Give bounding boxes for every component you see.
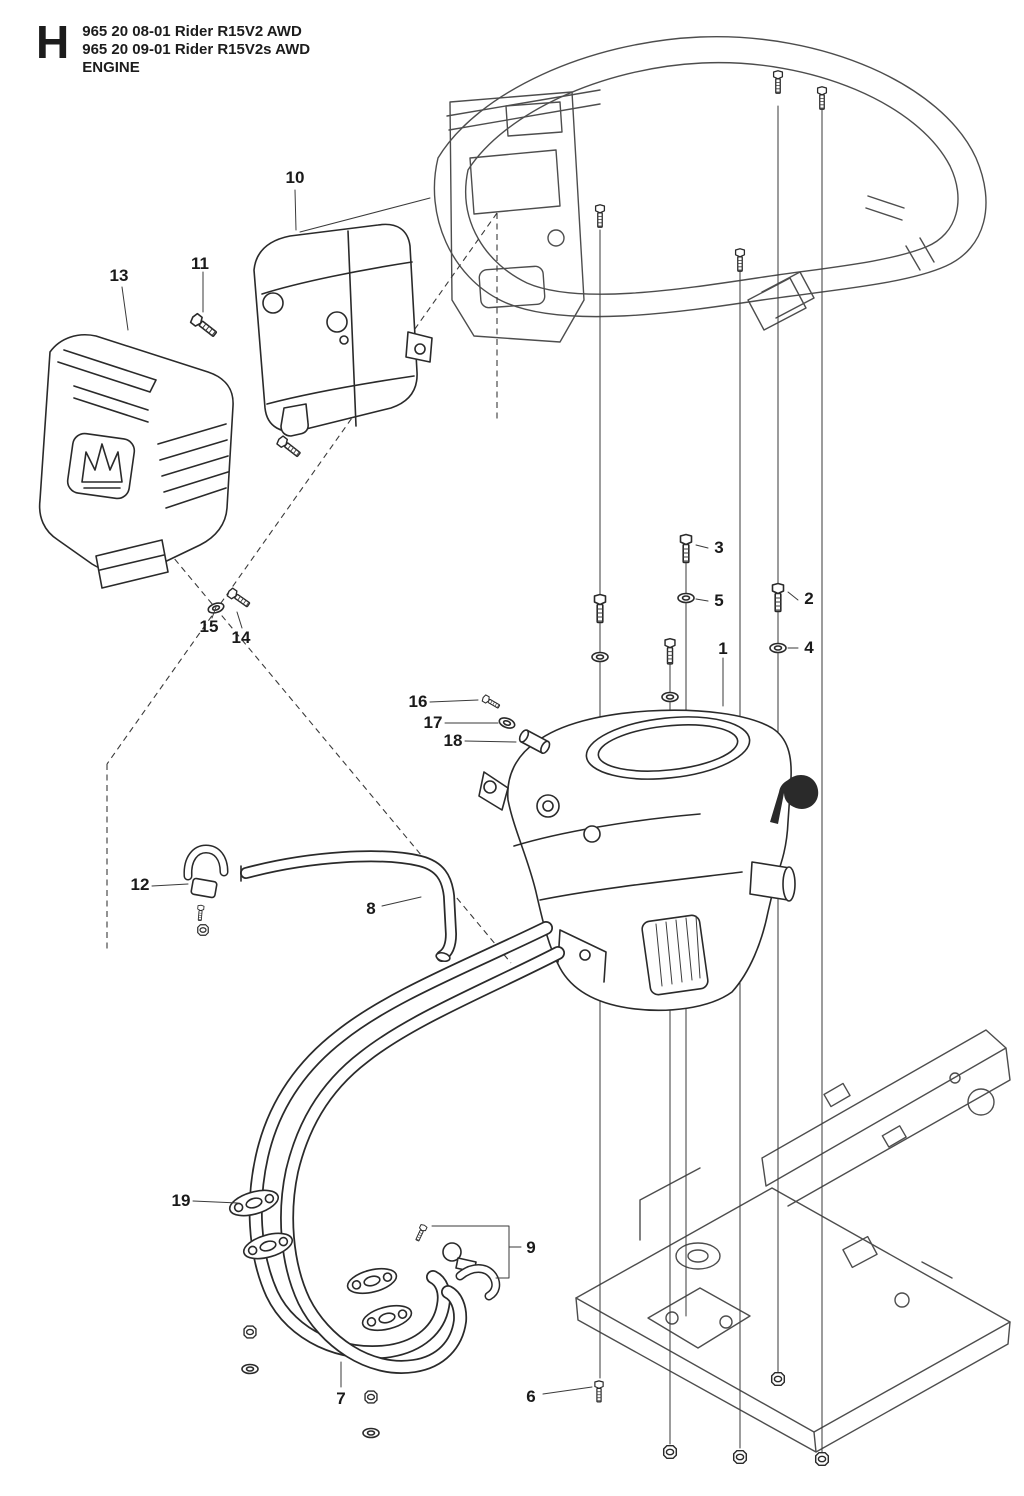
- model-number-line-1: 965 20 08-01 Rider R15V2 AWD: [82, 23, 302, 40]
- callout-18: 18: [444, 731, 463, 750]
- page-header: H 965 20 08-01 Rider R15V2 AWD 965 20 09…: [36, 16, 310, 77]
- husqvarna-crown-icon: [81, 443, 123, 489]
- frame-bolt: [734, 248, 746, 272]
- washer: [362, 1427, 380, 1439]
- choke-handle: [770, 775, 819, 824]
- muffler: [253, 223, 433, 437]
- washer: [241, 1363, 259, 1375]
- callout-4: 4: [804, 638, 814, 657]
- engine-bolt: [664, 637, 676, 665]
- callout-7: 7: [336, 1389, 345, 1408]
- callout-15: 15: [200, 617, 219, 636]
- washer-5: [677, 592, 695, 604]
- washer-17: [497, 715, 517, 731]
- chassis-frame: [575, 1029, 1011, 1453]
- flange: [359, 1300, 415, 1336]
- callout-9: 9: [526, 1238, 535, 1257]
- callout-2: 2: [804, 589, 813, 608]
- callout-10: 10: [286, 168, 305, 187]
- bolt-3: [679, 533, 693, 564]
- callout-17: 17: [424, 713, 443, 732]
- exhaust-pipes: [226, 928, 558, 1367]
- callout-3: 3: [714, 538, 723, 557]
- callout-13: 13: [110, 266, 129, 285]
- engine-washer: [661, 691, 679, 703]
- bolt-muffler: [275, 434, 303, 460]
- spacer-18: [518, 729, 551, 755]
- section-letter: H: [36, 16, 69, 68]
- engine-bolt: [593, 593, 607, 624]
- section-title: ENGINE: [82, 59, 140, 76]
- frame-bolt: [594, 204, 606, 228]
- nut: [662, 1444, 678, 1460]
- frame-bolt: [816, 86, 828, 110]
- bolt-14: [225, 586, 252, 610]
- callout-11: 11: [191, 254, 209, 273]
- callout-6: 6: [526, 1387, 535, 1406]
- clamp-kit-9: [413, 1223, 495, 1296]
- washer-4: [769, 642, 787, 654]
- callout-12: 12: [131, 875, 150, 894]
- nut: [364, 1390, 378, 1404]
- nut: [243, 1325, 257, 1339]
- nut: [814, 1451, 830, 1467]
- callout-1: 1: [718, 639, 727, 658]
- flange: [344, 1263, 400, 1299]
- callout-19: 19: [172, 1191, 191, 1210]
- callout-16: 16: [409, 692, 428, 711]
- header-lines: 965 20 08-01 Rider R15V2 AWD 965 20 09-0…: [82, 22, 310, 77]
- callout-8: 8: [366, 899, 375, 918]
- frame-bolt: [772, 70, 784, 94]
- nut: [770, 1371, 786, 1387]
- clamp-12: [188, 849, 224, 936]
- model-number-line-2: 965 20 09-01 Rider R15V2s AWD: [82, 41, 311, 58]
- fitting-16: [480, 693, 502, 711]
- rear-frame: [433, 35, 987, 343]
- engine-washer: [591, 651, 609, 663]
- callout-5: 5: [714, 591, 723, 610]
- bolt-11: [188, 311, 220, 340]
- breather-hose: [241, 856, 451, 963]
- nut: [732, 1449, 748, 1465]
- leader-lines: [121, 189, 799, 1395]
- callout-14: 14: [232, 628, 251, 647]
- screw-6: [594, 1380, 604, 1403]
- bolt-2: [771, 582, 785, 613]
- heat-shield: [38, 334, 234, 589]
